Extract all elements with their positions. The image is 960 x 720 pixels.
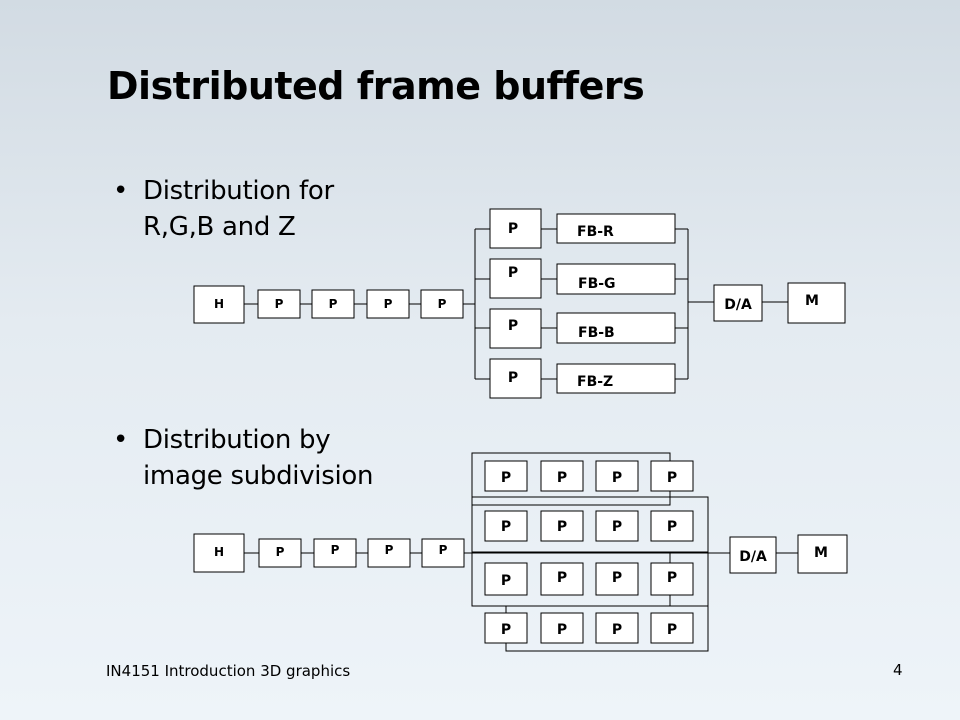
processor-label: P: [557, 570, 567, 586]
processor-label: P: [439, 543, 448, 557]
bullet-text-line: R,G,B and Z: [143, 212, 296, 242]
grid-processor: P: [595, 612, 639, 644]
diagram-rgbz: H P P P P P P P: [193, 208, 846, 399]
slide-footer: IN4151 Introduction 3D graphics: [106, 662, 351, 680]
branch-processor-z: P: [489, 358, 542, 399]
branch-processor-b: P: [489, 308, 542, 349]
grid-processor: P: [484, 510, 528, 542]
bullet-text-line: image subdivision: [143, 461, 374, 491]
pipeline-processor: P: [366, 289, 410, 319]
branch-processor-g: P: [489, 258, 542, 299]
processor-label: P: [612, 622, 622, 638]
grid-processor: P: [484, 460, 528, 492]
grid-processor: P: [595, 460, 639, 492]
frame-buffer-r: FB-R: [556, 213, 676, 244]
processor-label: P: [385, 543, 394, 557]
grid-processor: P: [540, 612, 584, 644]
bullet-text-line: Distribution for: [143, 176, 334, 206]
monitor-label: M: [805, 293, 819, 309]
processor-label: P: [508, 370, 518, 386]
host-box: H: [193, 533, 245, 573]
processor-label: P: [508, 221, 518, 237]
grid-processor: P: [650, 612, 694, 644]
grid-processor: P: [540, 562, 584, 596]
diagram-subdivision: H P P P P P P P P P P P P: [193, 452, 848, 652]
processor-label: P: [557, 622, 567, 638]
pipeline-processor: P: [420, 289, 464, 319]
processor-label: P: [438, 297, 447, 311]
processor-label: P: [276, 545, 285, 559]
processor-label: P: [667, 470, 677, 486]
pipeline-processor: P: [258, 538, 302, 568]
processor-label: P: [612, 519, 622, 535]
frame-buffer-b: FB-B: [556, 312, 676, 344]
bullet-image-subdivision: • Distribution by image subdivision: [113, 422, 374, 494]
processor-label: P: [557, 519, 567, 535]
grid-processor: P: [484, 562, 528, 596]
da-converter: D/A: [729, 536, 777, 574]
converter-label: D/A: [724, 297, 752, 313]
processor-label: P: [667, 622, 677, 638]
pipeline-processor: P: [367, 538, 411, 568]
grid-processor: P: [540, 460, 584, 492]
frame-buffer-label: FB-R: [577, 224, 614, 240]
bullet-rgbz: • Distribution for R,G,B and Z: [113, 173, 334, 245]
processor-label: P: [501, 622, 511, 638]
host-box: H: [193, 285, 245, 324]
pipeline-processor: P: [421, 538, 465, 568]
processor-label: P: [501, 519, 511, 535]
grid-processor: P: [650, 510, 694, 542]
processor-label: P: [501, 573, 511, 589]
grid-processor: P: [650, 562, 694, 596]
monitor: M: [787, 282, 846, 324]
bullet-dot: •: [113, 176, 129, 206]
frame-buffer-g: FB-G: [556, 263, 676, 295]
monitor-label: M: [814, 545, 828, 561]
grid-processor: P: [540, 510, 584, 542]
frame-buffer-label: FB-G: [578, 276, 616, 292]
pipeline-processor: P: [257, 289, 301, 319]
processor-label: P: [612, 470, 622, 486]
processor-label: P: [275, 297, 284, 311]
processor-label: P: [508, 318, 518, 334]
grid-processor: P: [595, 562, 639, 596]
processor-label: P: [557, 470, 567, 486]
host-label: H: [214, 297, 224, 311]
processor-grid: P P P P P P P P P P P P P P P P: [484, 460, 694, 644]
processor-label: P: [331, 543, 340, 557]
processor-label: P: [384, 297, 393, 311]
slide-title: Distributed frame buffers: [107, 64, 645, 108]
da-converter: D/A: [713, 284, 763, 322]
frame-buffer-z: FB-Z: [556, 363, 676, 394]
grid-processor: P: [650, 460, 694, 492]
processor-label: P: [501, 470, 511, 486]
page-number: 4: [893, 661, 903, 679]
processor-label: P: [329, 297, 338, 311]
pipeline-processor: P: [311, 289, 355, 319]
host-label: H: [214, 545, 224, 559]
processor-label: P: [667, 519, 677, 535]
monitor: M: [797, 534, 848, 574]
converter-label: D/A: [739, 549, 767, 565]
bullet-text-line: Distribution by: [143, 425, 331, 455]
pipeline-processor: P: [313, 538, 357, 568]
processor-label: P: [612, 570, 622, 586]
processor-label: P: [508, 265, 518, 281]
processor-label: P: [667, 570, 677, 586]
grid-processor: P: [595, 510, 639, 542]
bullet-dot: •: [113, 425, 129, 455]
branch-processor-r: P: [489, 208, 542, 249]
frame-buffer-label: FB-Z: [577, 374, 613, 390]
grid-processor: P: [484, 612, 528, 644]
frame-buffer-label: FB-B: [578, 325, 615, 341]
